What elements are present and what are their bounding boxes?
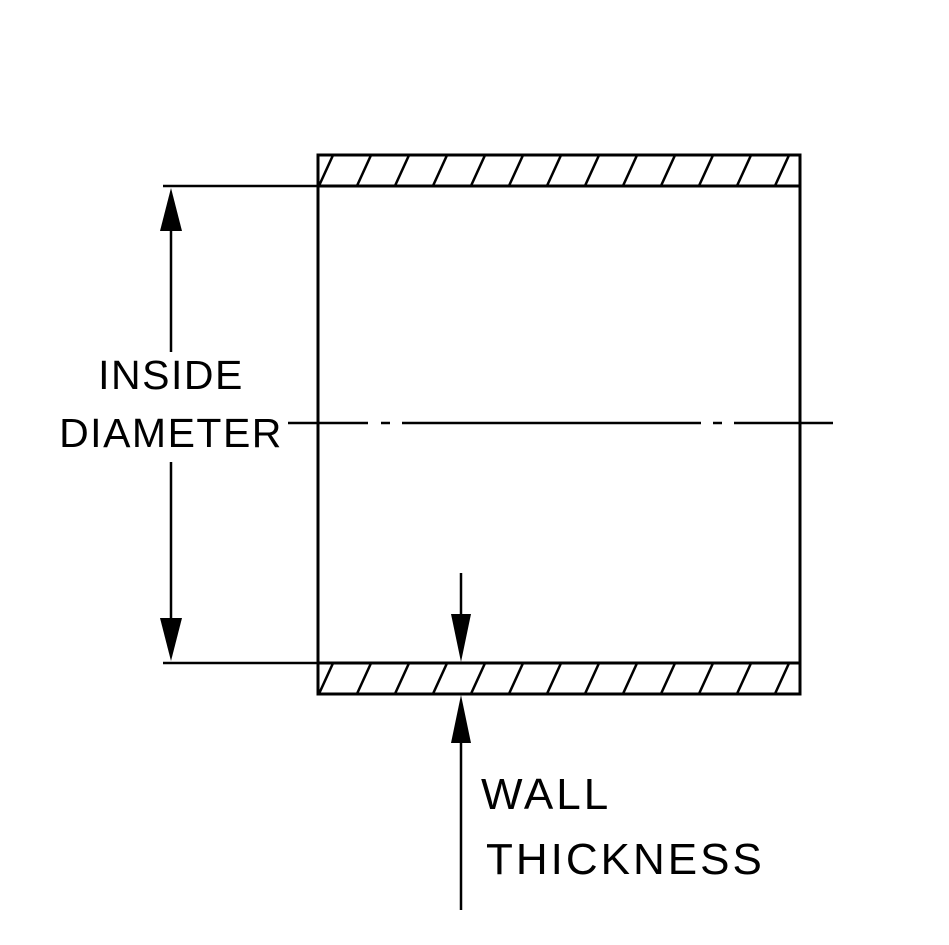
bottom-wall-hatch (316, 661, 802, 696)
up-arrowhead-icon (451, 695, 471, 743)
wall-thickness-label-line1: WALL (481, 770, 612, 819)
down-arrowhead-icon (451, 614, 471, 662)
wall-thickness-label-line2: THICKNESS (486, 835, 765, 884)
up-arrowhead-icon (160, 188, 182, 231)
down-arrowhead-icon (160, 618, 182, 661)
hose-body-outline (316, 153, 802, 696)
inside-diameter-label-line1: INSIDE (98, 352, 244, 398)
inside-diameter-label-line2: DIAMETER (59, 410, 283, 456)
wall-thickness-leader (451, 573, 471, 910)
top-wall-hatch (316, 153, 802, 188)
inside-diameter-dimension (160, 184, 318, 665)
hose-outer-rectangle (316, 153, 802, 696)
hose-wall-sections (316, 153, 802, 696)
